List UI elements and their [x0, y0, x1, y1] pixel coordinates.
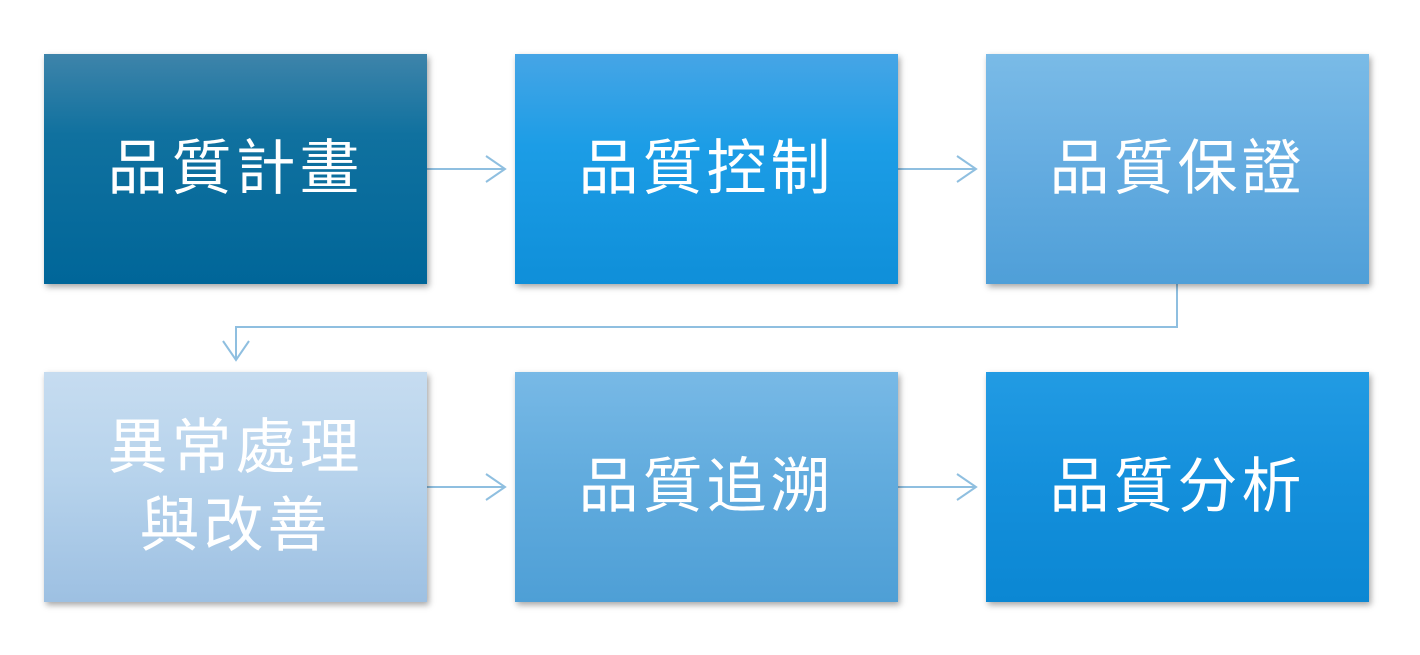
- arrow-n3-to-n4: [222, 284, 1178, 362]
- node-quality-planning: 品質計畫: [44, 54, 427, 284]
- node-quality-traceability: 品質追溯: [515, 372, 898, 602]
- node-quality-control: 品質控制: [515, 54, 898, 284]
- arrow-n4-to-n5: [427, 473, 507, 501]
- node-label: 品質追溯: [578, 452, 835, 522]
- arrow-n5-to-n6: [898, 473, 978, 501]
- node-label: 品質分析: [1049, 452, 1306, 522]
- node-label: 異常處理 與改善: [107, 413, 364, 561]
- node-label: 品質控制: [578, 134, 835, 204]
- node-label: 品質保證: [1049, 134, 1306, 204]
- node-label: 品質計畫: [107, 134, 364, 204]
- arrow-n1-to-n2: [427, 155, 507, 183]
- node-exception-handling: 異常處理 與改善: [44, 372, 427, 602]
- node-quality-analysis: 品質分析: [986, 372, 1369, 602]
- arrow-n2-to-n3: [898, 155, 978, 183]
- node-quality-assurance: 品質保證: [986, 54, 1369, 284]
